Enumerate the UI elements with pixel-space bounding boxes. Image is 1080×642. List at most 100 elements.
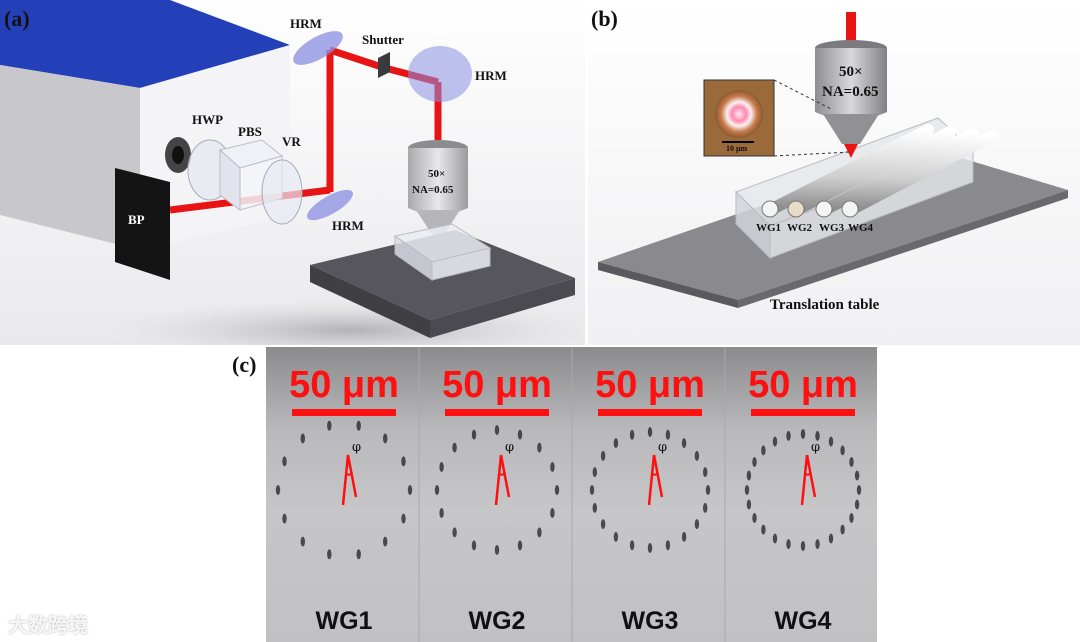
panel-c-label: (c): [232, 352, 257, 377]
track-dot: [471, 429, 477, 440]
waveguide-end-2: [787, 200, 805, 218]
hrm-top-mirror: [293, 31, 343, 65]
track-dot: [849, 457, 854, 467]
hrm-right-label: HRM: [475, 68, 507, 83]
track-dot: [786, 539, 791, 550]
scalebar-label-2: 50 μm: [442, 364, 552, 406]
waveguide-rod-1: [768, 124, 934, 214]
panel-a-setup: (a) HWP PBS VR BP HRM Shutter HRM HRM 50…: [0, 0, 585, 345]
track-dot: [681, 531, 687, 542]
track-dot: [786, 430, 791, 441]
waveguide-rod-2: [794, 126, 956, 214]
track-dot: [592, 502, 597, 513]
vr-element: [261, 159, 303, 225]
hrm-bottom-label: HRM: [332, 218, 364, 233]
panel-b-drawing: [588, 0, 1080, 345]
table-side: [598, 262, 738, 308]
track-dot: [761, 524, 766, 535]
angle-arc: [345, 471, 353, 476]
pbs-label: PBS: [238, 124, 262, 139]
track-dot: [854, 470, 860, 481]
track-dot: [800, 429, 806, 439]
track-dot: [613, 531, 619, 542]
track-dot: [815, 539, 820, 550]
track-dot: [828, 436, 834, 447]
track-dot: [665, 540, 671, 551]
track-dot: [746, 499, 752, 510]
track-dot: [383, 433, 388, 444]
track-dot: [849, 513, 854, 523]
track-dot: [494, 425, 500, 435]
wg1-label: WG1: [756, 222, 782, 234]
stage-front: [430, 278, 575, 338]
angle-ray-2: [652, 454, 664, 498]
track-dot: [356, 549, 361, 560]
incident-beam: [846, 12, 856, 46]
track-dot: [517, 540, 523, 551]
inset-scale-label: 10 μm: [726, 144, 748, 153]
track-dot: [694, 519, 700, 530]
track-dot: [703, 502, 708, 513]
angle-arc: [804, 471, 812, 476]
track-dot: [800, 541, 806, 551]
track-dot: [694, 450, 700, 461]
hrm-bottom-mirror: [307, 189, 353, 221]
track-dot: [772, 436, 778, 447]
angle-arc: [651, 471, 659, 476]
objective-tip: [416, 210, 460, 236]
angle-ray-1: [800, 454, 809, 506]
phi-label-1: φ: [352, 440, 361, 455]
waveguide-end-1: [761, 200, 779, 218]
shutter-label: Shutter: [362, 32, 404, 47]
angle-ray-2: [805, 454, 817, 498]
wg4-label: WG4: [848, 222, 874, 234]
track-dot: [600, 450, 606, 461]
track-dot: [282, 513, 287, 524]
wg2-label: WG2: [787, 222, 813, 234]
track-dot: [554, 485, 560, 495]
scalebar-line-4: [751, 409, 855, 416]
track-dot: [383, 536, 388, 547]
track-dot: [752, 513, 757, 523]
waveguide-rod-3: [822, 128, 978, 214]
track-dot: [772, 533, 778, 544]
track-dot: [681, 438, 687, 449]
laser-box-side: [0, 65, 140, 250]
track-dot: [356, 420, 361, 431]
waveguide-end-4: [841, 200, 859, 218]
inset-leader-bottom: [773, 151, 851, 157]
track-dot: [550, 508, 555, 518]
scalebar-line-3: [598, 409, 702, 416]
bp-plate: [115, 168, 170, 280]
angle-ray-1: [494, 454, 503, 506]
bp-label: BP: [128, 212, 145, 227]
hwp-label: HWP: [192, 112, 224, 127]
track-dot: [647, 543, 653, 553]
waveguide-label-3: WG3: [622, 607, 679, 635]
track-dot: [592, 467, 597, 478]
wg3-label: WG3: [819, 222, 845, 234]
vr-label: VR: [282, 134, 301, 149]
scalebar-label-1: 50 μm: [289, 364, 399, 406]
track-dot: [840, 524, 845, 535]
track-dot: [517, 429, 523, 440]
track-dot: [665, 429, 671, 440]
watermark-text: 大数跨境: [8, 613, 88, 637]
track-dot: [589, 485, 595, 495]
objective-mag-label: 50×: [428, 168, 446, 180]
panel-a-drawing: [0, 0, 585, 345]
inset-leader-top: [773, 79, 834, 111]
objective-na-label: NA=0.65: [412, 184, 454, 196]
waveguide-rod-4: [848, 130, 998, 214]
track-dot: [629, 540, 635, 551]
track-dot: [828, 533, 834, 544]
track-dot: [282, 456, 287, 467]
translation-table-label: Translation table: [770, 297, 880, 313]
track-dot: [854, 499, 860, 510]
laser-box-top: [0, 0, 290, 88]
track-dot: [494, 545, 500, 555]
track-dot: [439, 508, 444, 518]
angle-arc: [498, 471, 506, 476]
track-dot: [613, 438, 619, 449]
